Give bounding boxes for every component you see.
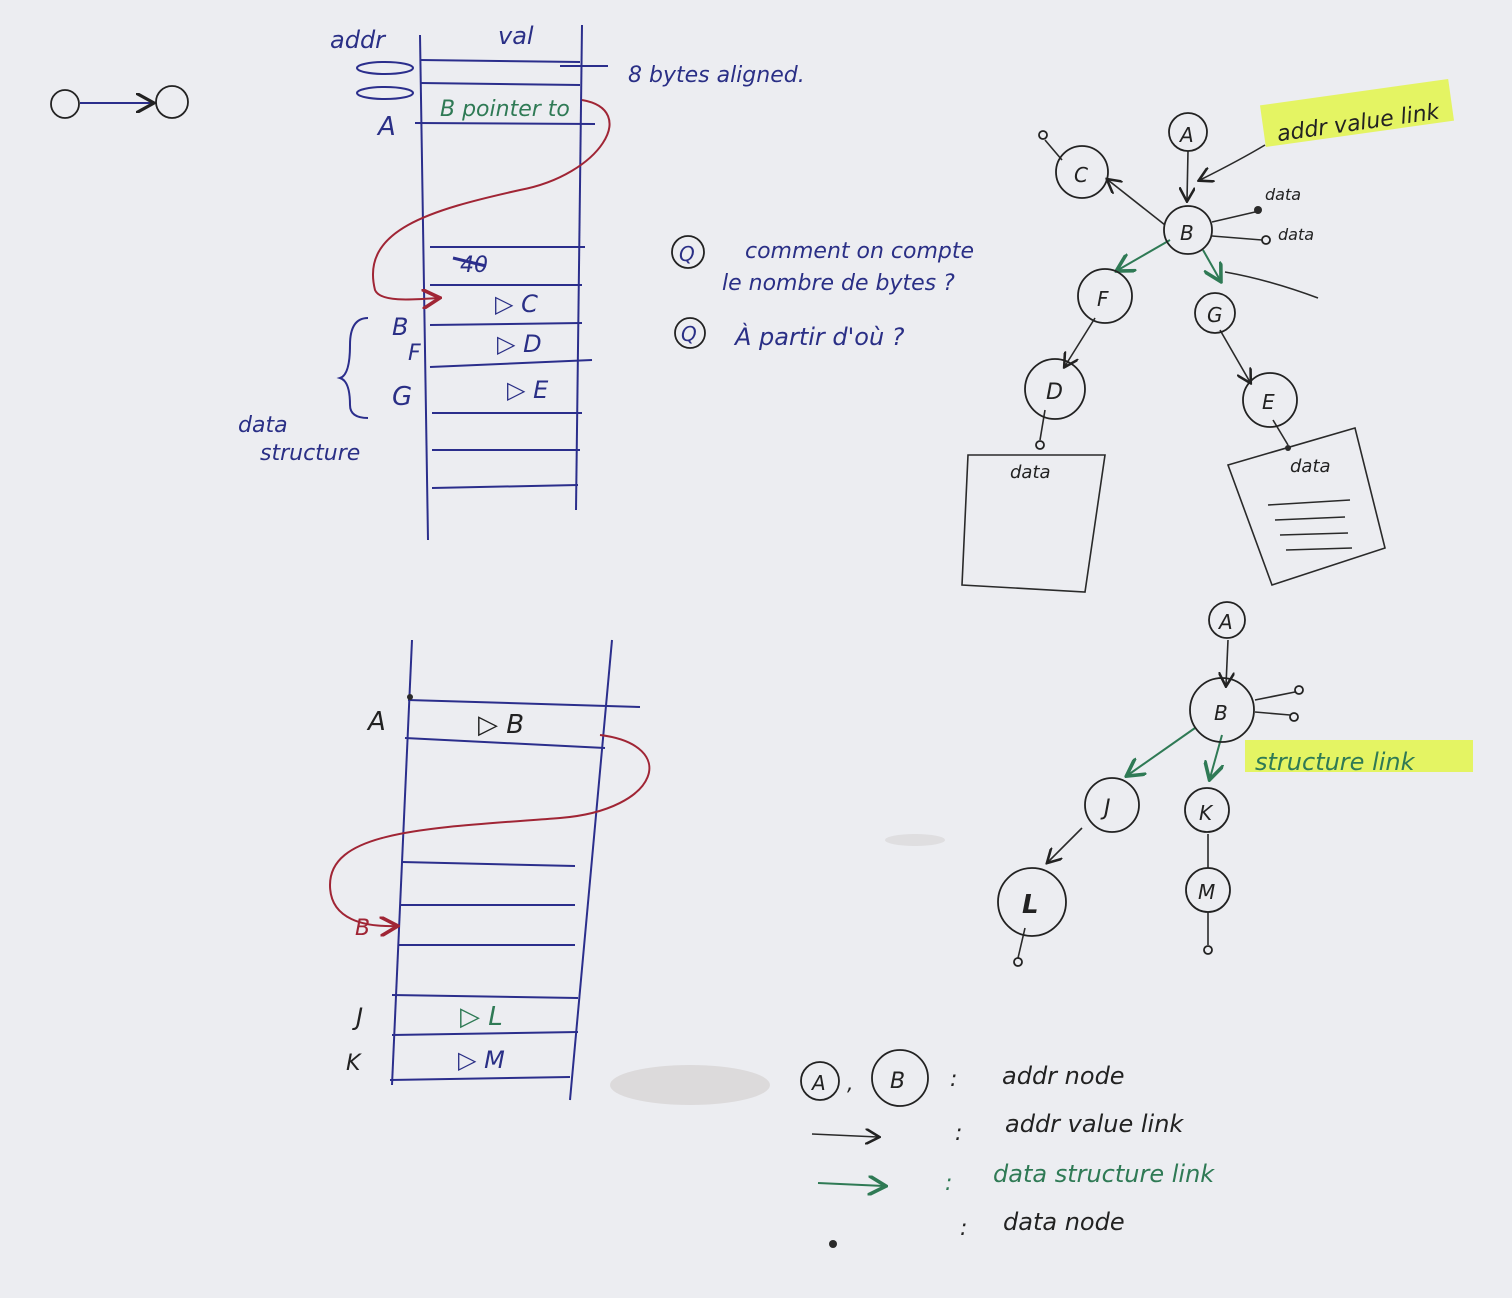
svg-text::: : xyxy=(945,1171,952,1196)
row-val-M-bottom: ▷ M xyxy=(458,1046,505,1074)
node-D-top: D xyxy=(1046,380,1063,405)
questions: Q comment on compte le nombre de bytes ?… xyxy=(671,235,974,351)
row-addr-G: G xyxy=(392,382,412,412)
row-addr-A-bottom: A xyxy=(366,707,386,737)
memory-table-bottom: A ▷ B B J ▷ L K ▷ M xyxy=(328,639,651,1101)
question-1-line1: comment on compte xyxy=(745,239,974,264)
tree-top: addr value link A B C F G D E xyxy=(961,78,1454,593)
node-E-top: E xyxy=(1262,390,1275,414)
question-2-line1: À partir d'où ? xyxy=(733,322,905,351)
legend: A B , : addr node : addr value link : da… xyxy=(800,1049,1215,1248)
legend-addr-value-link: addr value link xyxy=(1005,1110,1184,1138)
paper-smudge xyxy=(610,1065,770,1105)
question-1-marker: Q xyxy=(679,242,695,266)
svg-text:B: B xyxy=(890,1069,905,1094)
pointer-curve-top xyxy=(372,99,611,300)
tree-bottom: structure link A B J K L M xyxy=(997,601,1473,967)
data-label-2: data xyxy=(1278,225,1314,244)
brace-label-structure: structure xyxy=(260,441,360,466)
svg-text:,: , xyxy=(847,1071,853,1095)
pointer-curve-bottom xyxy=(328,734,651,926)
legend-addr-node: addr node xyxy=(1002,1062,1125,1090)
node-L-bottom: L xyxy=(1022,890,1039,920)
row-addr-B: B xyxy=(392,313,408,341)
memory-table-top: addr val 8 bytes aligned. A B pointer to… xyxy=(238,22,805,541)
row-addr-A: A xyxy=(376,112,396,142)
node-C-top: C xyxy=(1074,163,1088,187)
question-1-line2: le nombre de bytes ? xyxy=(722,271,955,296)
data-box-label-D: data xyxy=(1010,462,1051,483)
node-G-top: G xyxy=(1207,303,1223,327)
node-B-top: B xyxy=(1180,221,1194,245)
row-val-C: ▷ C xyxy=(495,290,538,318)
node-M-bottom: M xyxy=(1198,880,1215,904)
highlight-structure-link: structure link xyxy=(1255,748,1416,776)
row-val-B-bottom: ▷ B xyxy=(478,710,524,740)
row-addr-B-bottom: B xyxy=(355,916,370,941)
svg-text::: : xyxy=(955,1121,962,1146)
row-val-pointer: B pointer to xyxy=(440,97,570,122)
node-J-bottom: J xyxy=(1100,796,1111,821)
aligned-note: 8 bytes aligned. xyxy=(628,63,805,88)
row-addr-K-bottom: K xyxy=(346,1051,362,1076)
legend-green-arrow-icon xyxy=(817,1183,884,1186)
legend-dot-icon xyxy=(829,1240,837,1248)
node-K-bottom: K xyxy=(1199,801,1214,825)
question-2-marker: Q xyxy=(681,322,697,346)
data-label-1: data xyxy=(1265,185,1301,204)
intro-circle-link xyxy=(50,85,189,119)
row-addr-F: F xyxy=(408,341,421,366)
svg-text:A: A xyxy=(810,1071,826,1095)
row-val-E: ▷ E xyxy=(507,376,549,404)
node-A-bottom: A xyxy=(1217,610,1233,634)
svg-text::: : xyxy=(960,1216,967,1241)
row-val-L-bottom: ▷ L xyxy=(460,1002,503,1032)
header-addr: addr xyxy=(330,26,387,54)
brace-label-data: data xyxy=(238,413,288,438)
legend-black-arrow-icon xyxy=(811,1134,878,1137)
node-B-bottom: B xyxy=(1214,701,1228,725)
header-val: val xyxy=(498,22,534,50)
svg-text::: : xyxy=(950,1067,957,1092)
node-F-top: F xyxy=(1097,287,1109,311)
row-val-D: ▷ D xyxy=(497,330,542,358)
paper-crease xyxy=(885,834,945,846)
legend-data-structure-link: data structure link xyxy=(993,1160,1215,1188)
node-A-top: A xyxy=(1178,123,1194,147)
data-box-label-E: data xyxy=(1290,456,1331,477)
row-addr-J-bottom: J xyxy=(352,1003,363,1031)
legend-data-node: data node xyxy=(1003,1208,1125,1236)
